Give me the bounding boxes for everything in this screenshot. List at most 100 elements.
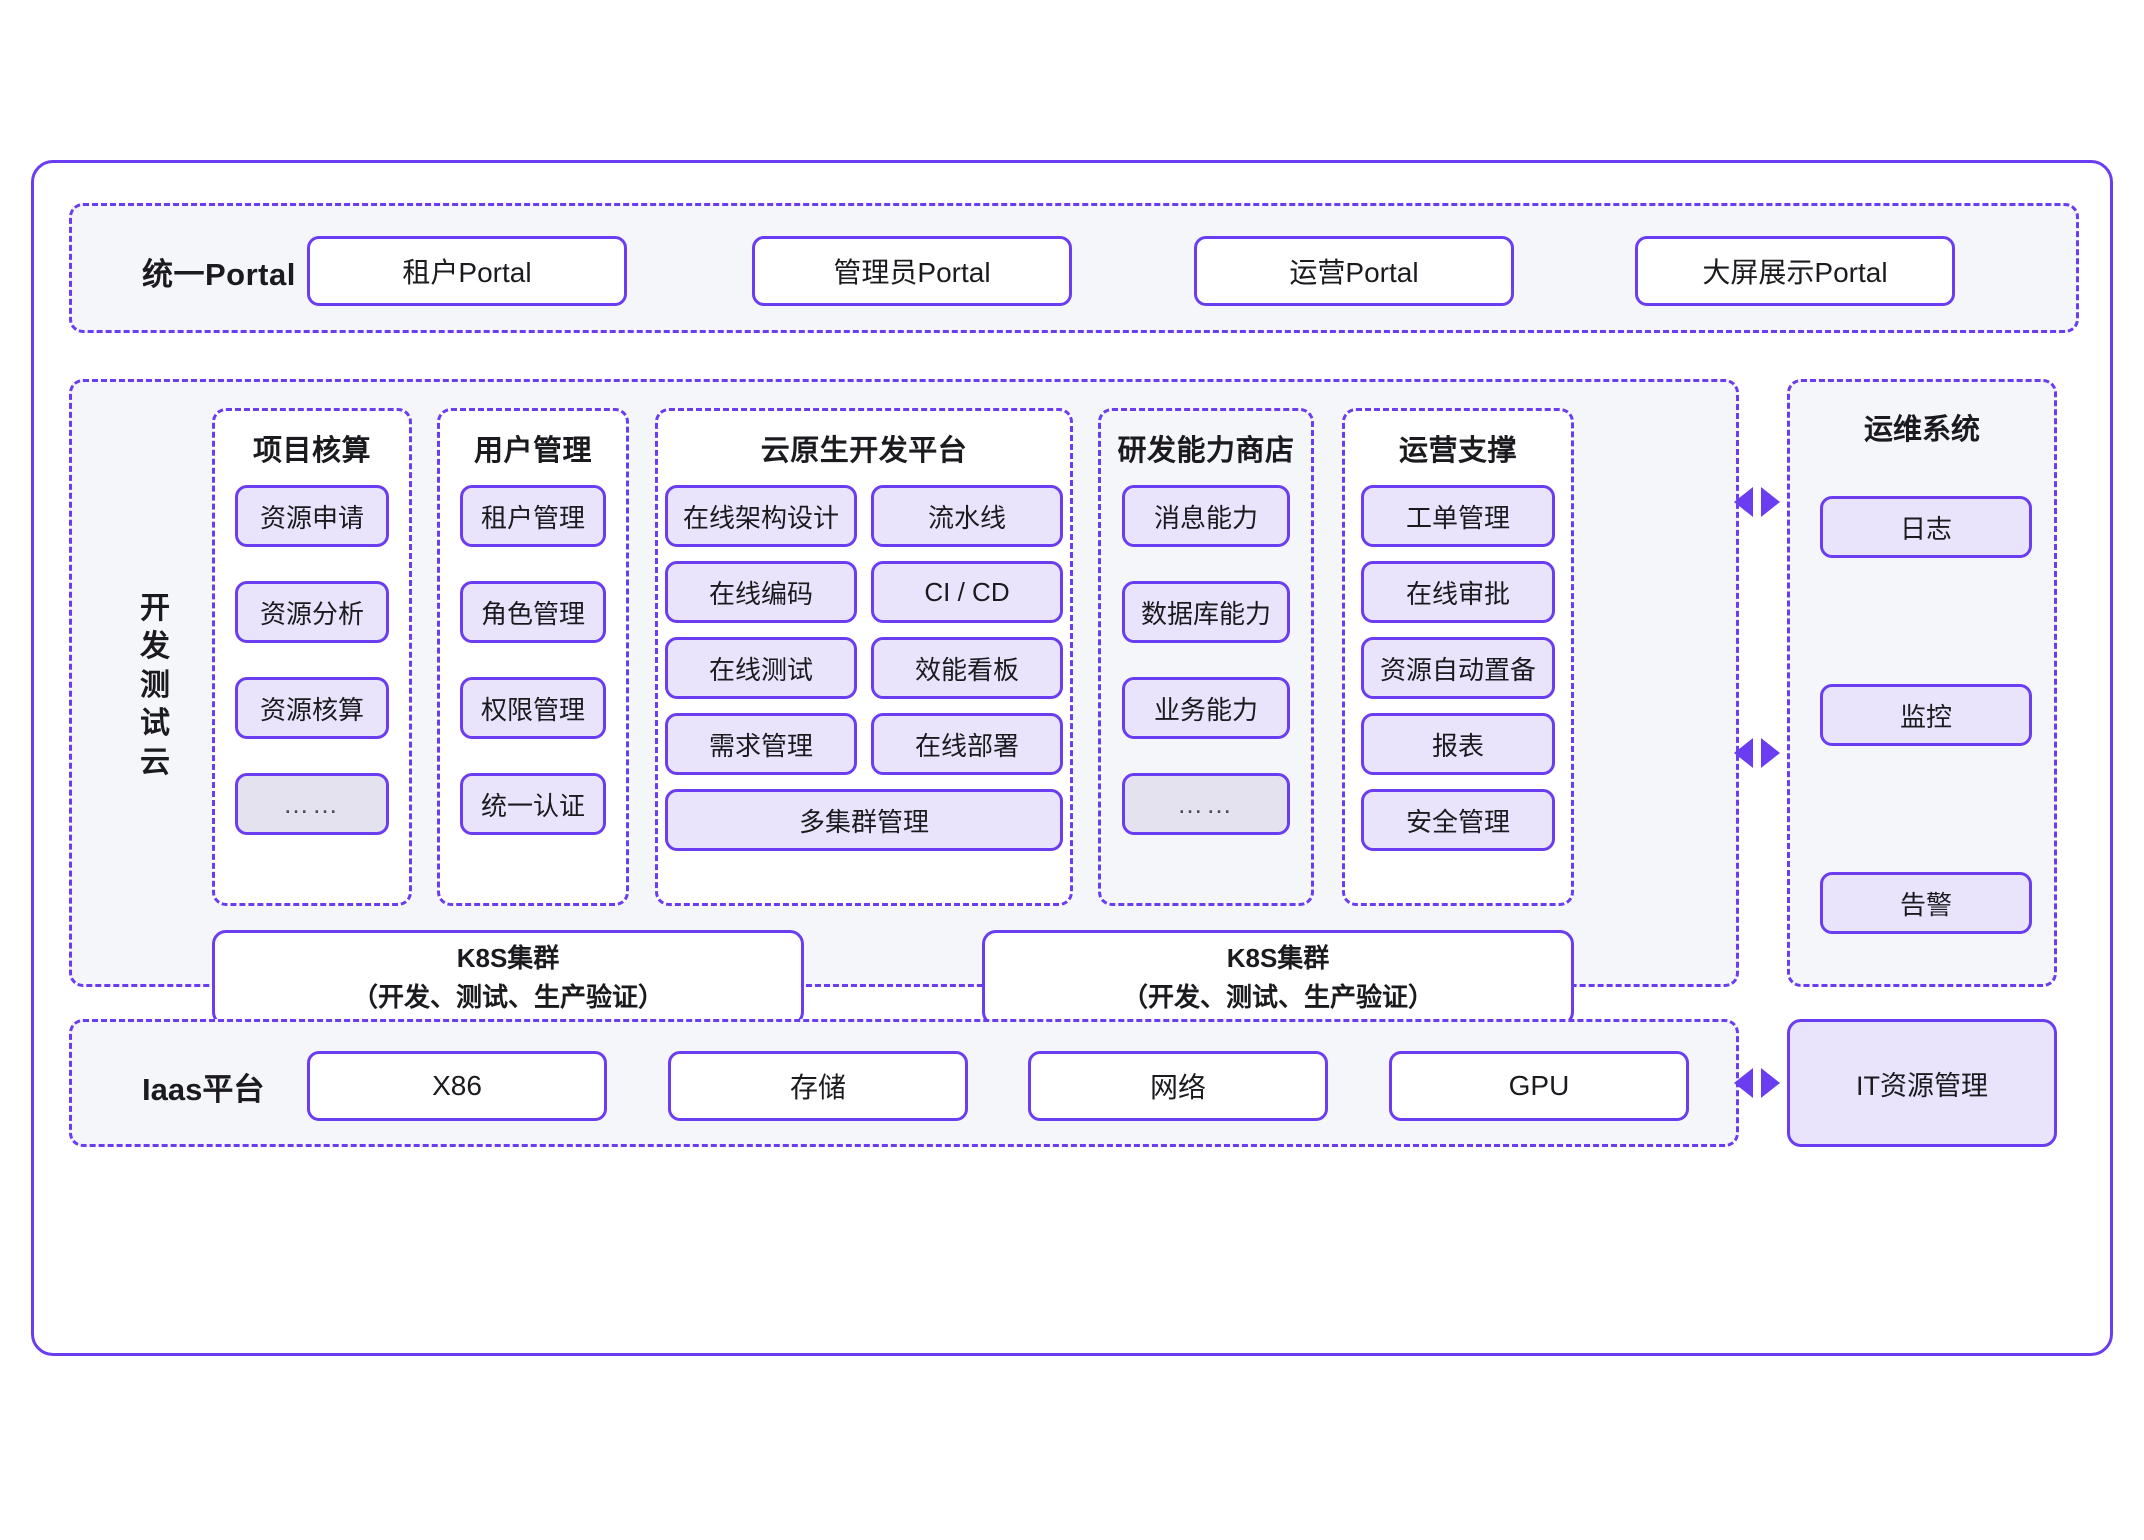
ops-chip-log[interactable]: 日志	[1820, 496, 2032, 558]
chip-label: 在线测试	[708, 654, 813, 685]
chip-resource-application[interactable]: 资源申请	[235, 485, 389, 547]
k8s-cluster-box-1[interactable]: K8S集群 （开发、测试、生产验证）	[212, 930, 804, 1026]
iaas-chip-network[interactable]: 网络	[1028, 1051, 1328, 1121]
arrow-right-icon	[1761, 487, 1780, 517]
chip-label: 业务能力	[1153, 694, 1258, 725]
k8s-title: K8S集群	[1226, 943, 1330, 973]
k8s-subtitle: （开发、测试、生产验证）	[351, 982, 664, 1012]
chip-business-capability[interactable]: 业务能力	[1122, 677, 1290, 739]
portal-section: 统一Portal 租户Portal 管理员Portal 运营Portal 大屏展…	[69, 203, 2079, 333]
portal-chip-label: 管理员Portal	[833, 257, 991, 288]
portal-chip-label: 大屏展示Portal	[1702, 257, 1888, 288]
portal-chip-admin[interactable]: 管理员Portal	[752, 236, 1072, 306]
ops-chip-label: 日志	[1899, 513, 1952, 544]
dev-test-cloud-section: 开 发 测 试 云 项目核算 资源申请 资源分析 资源核算 ……	[69, 379, 1739, 1026]
side-label-char: 云	[140, 745, 170, 779]
chip-efficiency-dashboard[interactable]: 效能看板	[871, 637, 1063, 699]
chip-unified-auth[interactable]: 统一认证	[460, 773, 606, 835]
chip-role-management[interactable]: 角色管理	[460, 581, 606, 643]
chip-database-capability[interactable]: 数据库能力	[1122, 581, 1290, 643]
chip-label: 安全管理	[1405, 806, 1510, 837]
chip-label: 资源核算	[259, 694, 364, 725]
column-title: 项目核算	[252, 435, 371, 467]
dev-test-cloud-label: 开 发 测 试 云	[132, 382, 178, 990]
iaas-chip-label: X86	[432, 1070, 482, 1101]
chip-online-testing[interactable]: 在线测试	[665, 637, 857, 699]
arrow-right-icon	[1761, 1068, 1780, 1098]
chip-label: 工单管理	[1405, 502, 1510, 533]
portal-chip-label: 租户Portal	[402, 257, 532, 288]
side-label-char: 试	[140, 707, 170, 741]
arrow-left-icon	[1734, 1068, 1753, 1098]
chip-label: 租户管理	[480, 502, 585, 533]
side-label-char: 测	[140, 668, 170, 702]
k8s-cluster-box-2[interactable]: K8S集群 （开发、测试、生产验证）	[982, 930, 1574, 1026]
architecture-diagram-frame: 统一Portal 租户Portal 管理员Portal 运营Portal 大屏展…	[31, 160, 2113, 1356]
iaas-chip-gpu[interactable]: GPU	[1389, 1051, 1689, 1121]
chip-multi-cluster-management[interactable]: 多集群管理	[665, 789, 1063, 851]
double-arrow-icon	[1734, 1068, 1780, 1098]
chip-online-approval[interactable]: 在线审批	[1361, 561, 1555, 623]
chip-online-coding[interactable]: 在线编码	[665, 561, 857, 623]
column-title: 云原生开发平台	[760, 435, 968, 467]
chip-permission-management[interactable]: 权限管理	[460, 677, 606, 739]
chip-label: 资源分析	[259, 598, 364, 629]
iaas-chip-x86[interactable]: X86	[307, 1051, 607, 1121]
chip-tenant-management[interactable]: 租户管理	[460, 485, 606, 547]
chip-label: ……	[1177, 788, 1235, 819]
it-resource-label: IT资源管理	[1856, 1070, 1988, 1101]
column-title: 研发能力商店	[1117, 435, 1295, 467]
chip-label: 报表	[1431, 730, 1484, 761]
chip-ci-cd[interactable]: CI / CD	[871, 561, 1063, 623]
chip-ticket-management[interactable]: 工单管理	[1361, 485, 1555, 547]
chip-label: 在线架构设计	[682, 502, 839, 533]
chip-label: CI / CD	[924, 576, 1010, 607]
k8s-title: K8S集群	[456, 943, 560, 973]
ops-chip-alarm[interactable]: 告警	[1820, 872, 2032, 934]
double-arrow-icon	[1734, 487, 1780, 517]
chip-label: 效能看板	[914, 654, 1019, 685]
chip-label: 角色管理	[480, 598, 585, 629]
chip-label: 统一认证	[480, 790, 585, 821]
chip-label: 权限管理	[480, 694, 585, 725]
chip-security-management[interactable]: 安全管理	[1361, 789, 1555, 851]
chip-resource-analysis[interactable]: 资源分析	[235, 581, 389, 643]
side-label-char: 发	[140, 630, 170, 664]
chip-online-deployment[interactable]: 在线部署	[871, 713, 1063, 775]
column-project-accounting: 项目核算 资源申请 资源分析 资源核算 ……	[212, 408, 412, 906]
chip-requirement-management[interactable]: 需求管理	[665, 713, 857, 775]
side-label-char: 开	[140, 592, 170, 626]
chip-auto-provisioning[interactable]: 资源自动置备	[1361, 637, 1555, 699]
iaas-chip-label: GPU	[1508, 1070, 1570, 1101]
chip-resource-accounting[interactable]: 资源核算	[235, 677, 389, 739]
arrow-right-icon	[1761, 738, 1780, 768]
it-resource-management-box[interactable]: IT资源管理	[1787, 1019, 2057, 1147]
iaas-chip-label: 网络	[1149, 1072, 1206, 1103]
ops-system-section: 运维系统 日志 监控 告警	[1787, 379, 2057, 987]
portal-chip-bigscreen[interactable]: 大屏展示Portal	[1635, 236, 1955, 306]
chip-label: 多集群管理	[798, 806, 929, 837]
chip-pipeline[interactable]: 流水线	[871, 485, 1063, 547]
chip-label: 数据库能力	[1140, 598, 1271, 629]
chip-online-architecture-design[interactable]: 在线架构设计	[665, 485, 857, 547]
chip-more[interactable]: ……	[1122, 773, 1290, 835]
portal-chip-operations[interactable]: 运营Portal	[1194, 236, 1514, 306]
chip-message-capability[interactable]: 消息能力	[1122, 485, 1290, 547]
chip-label: 资源申请	[259, 502, 364, 533]
portal-chip-tenant[interactable]: 租户Portal	[307, 236, 627, 306]
portal-section-label: 统一Portal	[142, 256, 296, 292]
ops-chip-monitoring[interactable]: 监控	[1820, 684, 2032, 746]
chip-label: 需求管理	[708, 730, 813, 761]
chip-label: 在线编码	[708, 578, 813, 609]
column-operations-support: 运营支撑 工单管理 在线审批 资源自动置备 报表 安全管理	[1342, 408, 1574, 906]
column-title: 用户管理	[473, 435, 592, 467]
double-arrow-icon	[1734, 738, 1780, 768]
chip-label: 在线审批	[1405, 578, 1510, 609]
chip-label: 在线部署	[914, 730, 1019, 761]
chip-report[interactable]: 报表	[1361, 713, 1555, 775]
chip-label: 资源自动置备	[1379, 654, 1536, 685]
iaas-chip-storage[interactable]: 存储	[668, 1051, 968, 1121]
ops-chip-label: 监控	[1899, 701, 1952, 732]
chip-label: ……	[283, 788, 341, 819]
chip-more[interactable]: ……	[235, 773, 389, 835]
